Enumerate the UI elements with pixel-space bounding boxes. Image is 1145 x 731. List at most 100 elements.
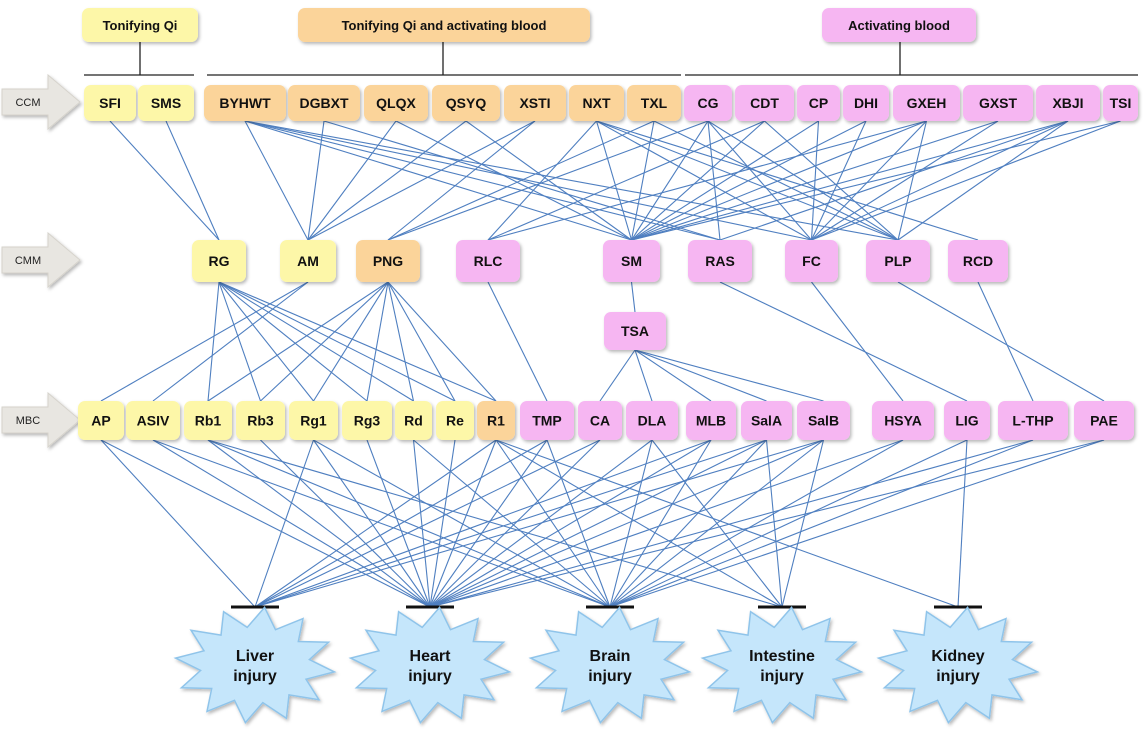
- edge-rg-rg3: [218, 281, 368, 402]
- edge-cg-plp: [707, 120, 899, 241]
- node-label: L-THP: [1012, 413, 1053, 429]
- edge-salb-intestine: [781, 439, 825, 608]
- node-dhi: DHI: [843, 85, 889, 121]
- edge-gxeh-plp: [897, 120, 928, 241]
- edge-tmp-heart: [429, 439, 548, 608]
- row-label: CMM: [15, 255, 41, 267]
- edge-sala-liver: [254, 439, 767, 608]
- edge-fc-hsya: [811, 281, 904, 402]
- edge-r1-heart: [429, 439, 497, 608]
- row-arrow-cmm: CMM: [1, 231, 81, 289]
- node-plp: PLP: [866, 240, 930, 282]
- node-tmp: TMP: [520, 401, 574, 440]
- edge-rg-r1: [218, 281, 497, 402]
- starburst-shape: [528, 606, 692, 724]
- edge-qlqx-sm: [395, 120, 632, 241]
- edge-nxt-sm: [595, 120, 633, 241]
- node-label: CDT: [750, 95, 779, 111]
- node-rcd: RCD: [948, 240, 1008, 282]
- edge-l-thp-brain: [609, 439, 1034, 608]
- node-mlb: MLB: [686, 401, 736, 440]
- edge-tsa-salb: [634, 349, 824, 402]
- node-box: [843, 85, 889, 121]
- injury-label-line1: Liver: [236, 648, 274, 665]
- edge-xsti-png: [387, 120, 536, 241]
- edge-pae-heart: [429, 439, 1105, 608]
- edge-byhwt-fc: [244, 120, 812, 241]
- arrow-shape: [1, 73, 81, 131]
- node-label: QLQX: [376, 95, 416, 111]
- node-box: [1074, 401, 1134, 440]
- node-box: [356, 240, 420, 282]
- node-label: RAS: [705, 253, 735, 269]
- edge-png-rd: [387, 281, 415, 402]
- edge-tsa-mlb: [634, 349, 712, 402]
- edge-xbji-plp: [897, 120, 1069, 241]
- edge-gxeh-sm: [631, 120, 927, 241]
- edge-tmp-liver: [254, 439, 548, 608]
- node-fc: FC: [785, 240, 838, 282]
- edge-ap-liver: [100, 439, 256, 608]
- node-sms: SMS: [138, 85, 194, 121]
- edge-gxst-sm: [631, 120, 999, 241]
- node-box: [78, 401, 124, 440]
- node-label: Rb1: [195, 413, 222, 429]
- node-label: DHI: [854, 95, 878, 111]
- edge-rg-re: [218, 281, 456, 402]
- edge-rd-heart: [412, 439, 431, 608]
- arrow-shape: [1, 391, 81, 449]
- category-tonifying-qi-activating-blood: Tonifying Qi and activating blood: [207, 8, 681, 76]
- edge-lig-brain: [609, 439, 968, 608]
- edge-byhwt-ras: [244, 120, 721, 241]
- node-box: [688, 240, 752, 282]
- edges-layer: [100, 120, 1121, 608]
- node-label: GXST: [979, 95, 1018, 111]
- arrow-shape: [1, 231, 81, 289]
- node-box: [84, 85, 136, 121]
- node-sm: SM: [603, 240, 660, 282]
- node-label: DLA: [638, 413, 667, 429]
- edge-salb-brain: [609, 439, 824, 608]
- node-byhwt: BYHWT: [204, 85, 286, 121]
- node-label: SalA: [751, 413, 782, 429]
- node-label: PNG: [373, 253, 403, 269]
- node-box: [604, 312, 666, 350]
- node-box: [280, 240, 336, 282]
- node-box: [456, 240, 520, 282]
- node-r1: R1: [477, 401, 515, 440]
- edge-png-r1: [387, 281, 497, 402]
- node-label: Rd: [404, 413, 423, 429]
- node-box: [1103, 85, 1138, 121]
- node-box: [184, 401, 232, 440]
- edge-cdt-sm: [631, 120, 765, 241]
- node-box: [204, 85, 286, 121]
- node-cg: CG: [684, 85, 732, 121]
- node-label: PAE: [1090, 413, 1118, 429]
- edge-cdt-rlc: [487, 120, 765, 241]
- edge-cg-png: [387, 120, 709, 241]
- edge-lig-kidney: [957, 439, 968, 608]
- edge-mlb-brain: [609, 439, 712, 608]
- starburst-shape: [348, 606, 512, 724]
- edge-rg-rb1: [207, 281, 220, 402]
- node-box: [998, 401, 1068, 440]
- starburst-shape: [173, 606, 337, 724]
- edge-dgbxt-am: [307, 120, 325, 241]
- edge-rg-rb3: [218, 281, 262, 402]
- node-label: CP: [809, 95, 828, 111]
- node-label: MLB: [696, 413, 726, 429]
- node-re: Re: [436, 401, 474, 440]
- edge-cp-sm: [631, 120, 819, 241]
- node-lig: LIG: [944, 401, 990, 440]
- node-label: CA: [590, 413, 610, 429]
- node-rg3: Rg3: [342, 401, 392, 440]
- node-ap: AP: [78, 401, 124, 440]
- node-label: RLC: [474, 253, 503, 269]
- node-label: TXL: [641, 95, 668, 111]
- node-box: [944, 401, 990, 440]
- edge-mlb-liver: [254, 439, 712, 608]
- node-gxst: GXST: [963, 85, 1033, 121]
